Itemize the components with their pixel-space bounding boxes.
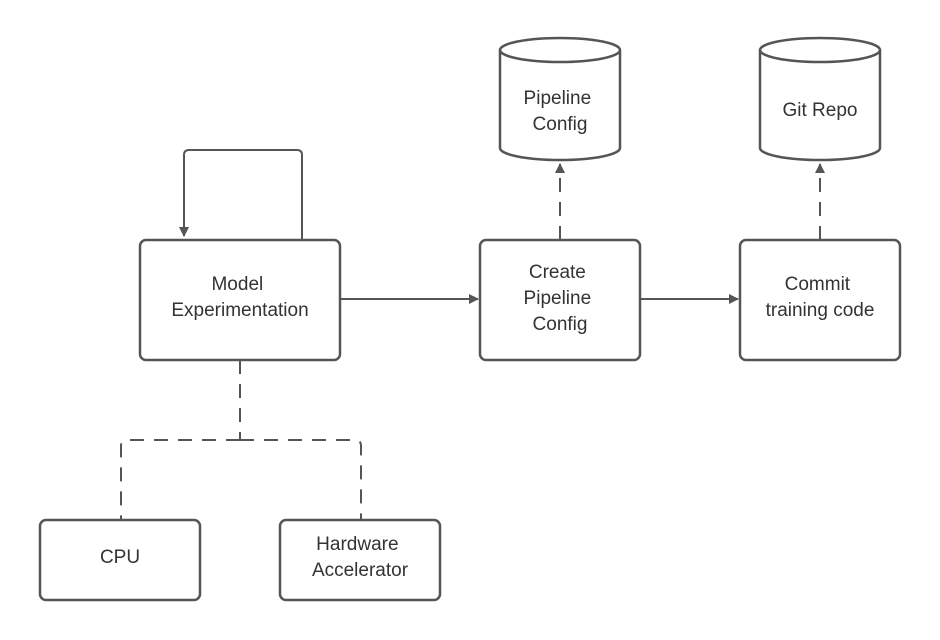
pipeline-config-database-icon: Pipeline Config — [498, 36, 622, 162]
svg-text:CPU: CPU — [100, 547, 140, 568]
svg-text:Git Repo: Git Repo — [783, 100, 858, 121]
self-loop-arrow — [179, 149, 303, 240]
create-pipeline-config-label-line3: Config — [533, 314, 588, 335]
create-pipeline-config-label-line2: Pipeline — [524, 288, 592, 309]
cpu-label: CPU — [100, 547, 140, 568]
svg-text:Model Experimentation: Model Experimentation — [171, 274, 308, 321]
model-experimentation-node: Model Experimentation — [138, 238, 342, 362]
commit-training-code-node: Commit training code — [738, 238, 902, 362]
pipeline-config-store-label-line1: Pipeline — [524, 88, 592, 109]
git-repo-label: Git Repo — [783, 100, 858, 121]
svg-text:Pipeline Config: Pipeline Config — [524, 88, 597, 135]
model-experimentation-label-line1: Model — [211, 274, 263, 295]
commit-training-code-label-line2: training code — [766, 300, 875, 321]
model-experimentation-label-line2: Experimentation — [171, 300, 308, 321]
svg-text:Hardware Accelerator: Hardware Accelerator — [312, 534, 409, 581]
git-repo-database-icon: Git Repo — [758, 36, 882, 162]
svg-text:Commit training code: Commit training code — [766, 274, 875, 321]
create-pipeline-config-label-line1: Create — [529, 262, 586, 283]
cpu-node: CPU — [38, 518, 202, 602]
hardware-accelerator-node: Hardware Accelerator — [278, 518, 442, 602]
create-pipeline-config-node: Create Pipeline Config — [478, 238, 642, 362]
svg-text:Create Pipeline Co: Create Pipeline Config — [524, 262, 597, 335]
commit-training-code-label-line1: Commit — [785, 274, 851, 295]
pipeline-config-store-label-line2: Config — [533, 114, 588, 135]
hardware-accelerator-label-line2: Accelerator — [312, 560, 409, 581]
dashed-connector-to-hardware — [120, 360, 362, 520]
hardware-accelerator-label-line1: Hardware — [316, 534, 398, 555]
